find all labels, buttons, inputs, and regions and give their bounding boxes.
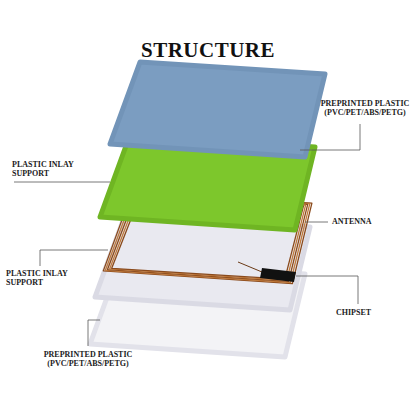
title: STRUCTURE [0, 38, 416, 63]
part-label: ANTENNA [332, 217, 402, 226]
part-label: PREPRINTED PLASTIC (PVC/PET/ABS/PETG) [318, 99, 412, 117]
part-label: CHIPSET [336, 308, 396, 317]
part-label: PREPRINTED PLASTIC (PVC/PET/ABS/PETG) [36, 350, 140, 368]
chip-wire [238, 262, 262, 272]
chipset [260, 268, 296, 282]
part-label: PLASTIC INLAY SUPPORT [6, 269, 78, 287]
part-label: PLASTIC INLAY SUPPORT [12, 160, 84, 178]
leader-lines [14, 124, 360, 346]
top-plastic-layer [110, 62, 325, 157]
